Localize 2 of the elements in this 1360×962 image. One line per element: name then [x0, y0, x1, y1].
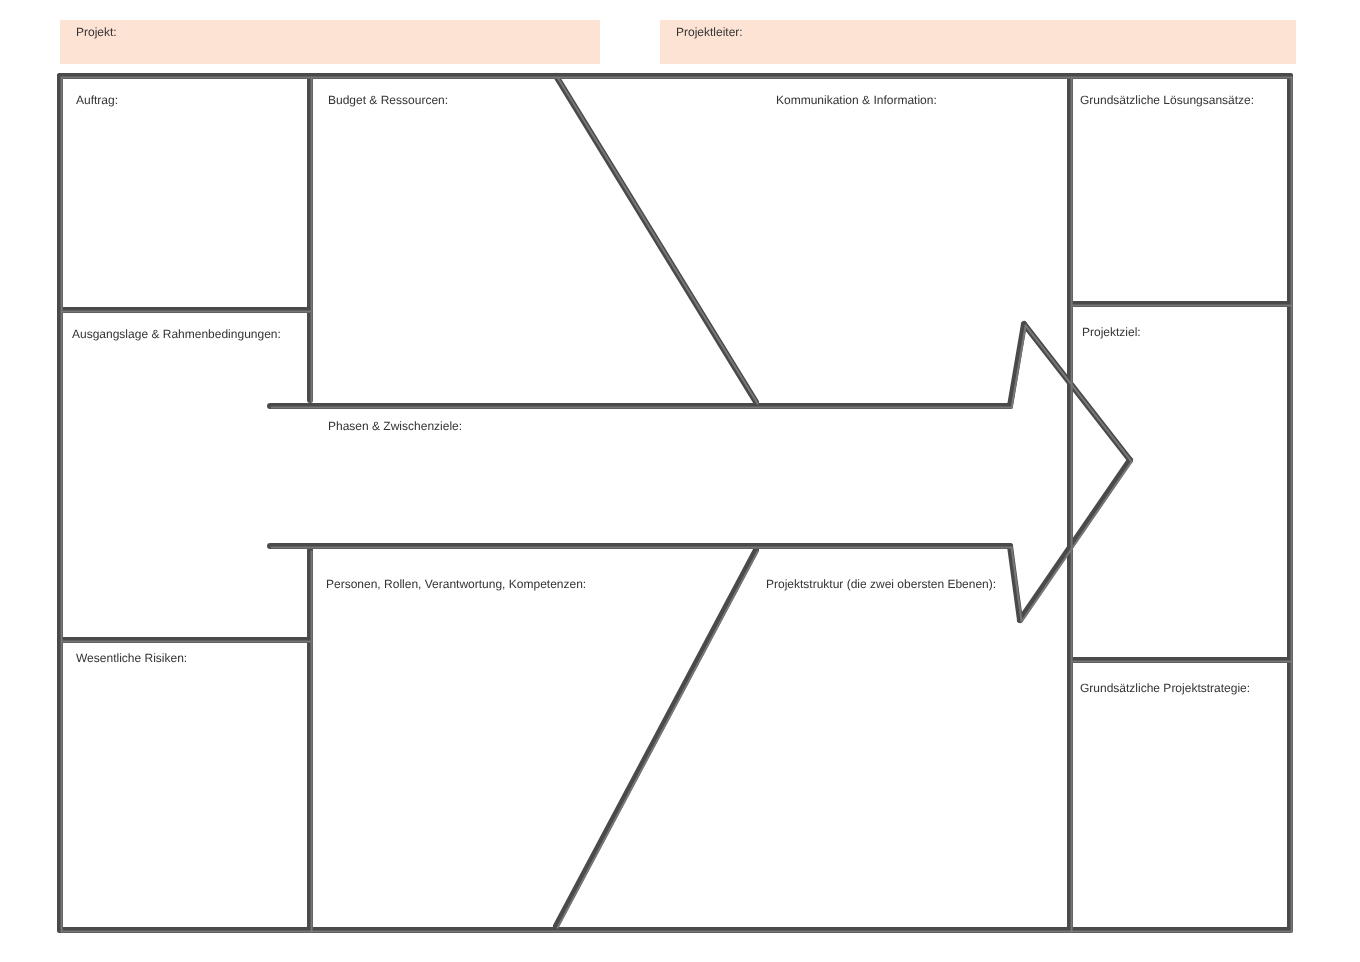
header-field [660, 20, 1296, 64]
header-field [60, 20, 600, 64]
